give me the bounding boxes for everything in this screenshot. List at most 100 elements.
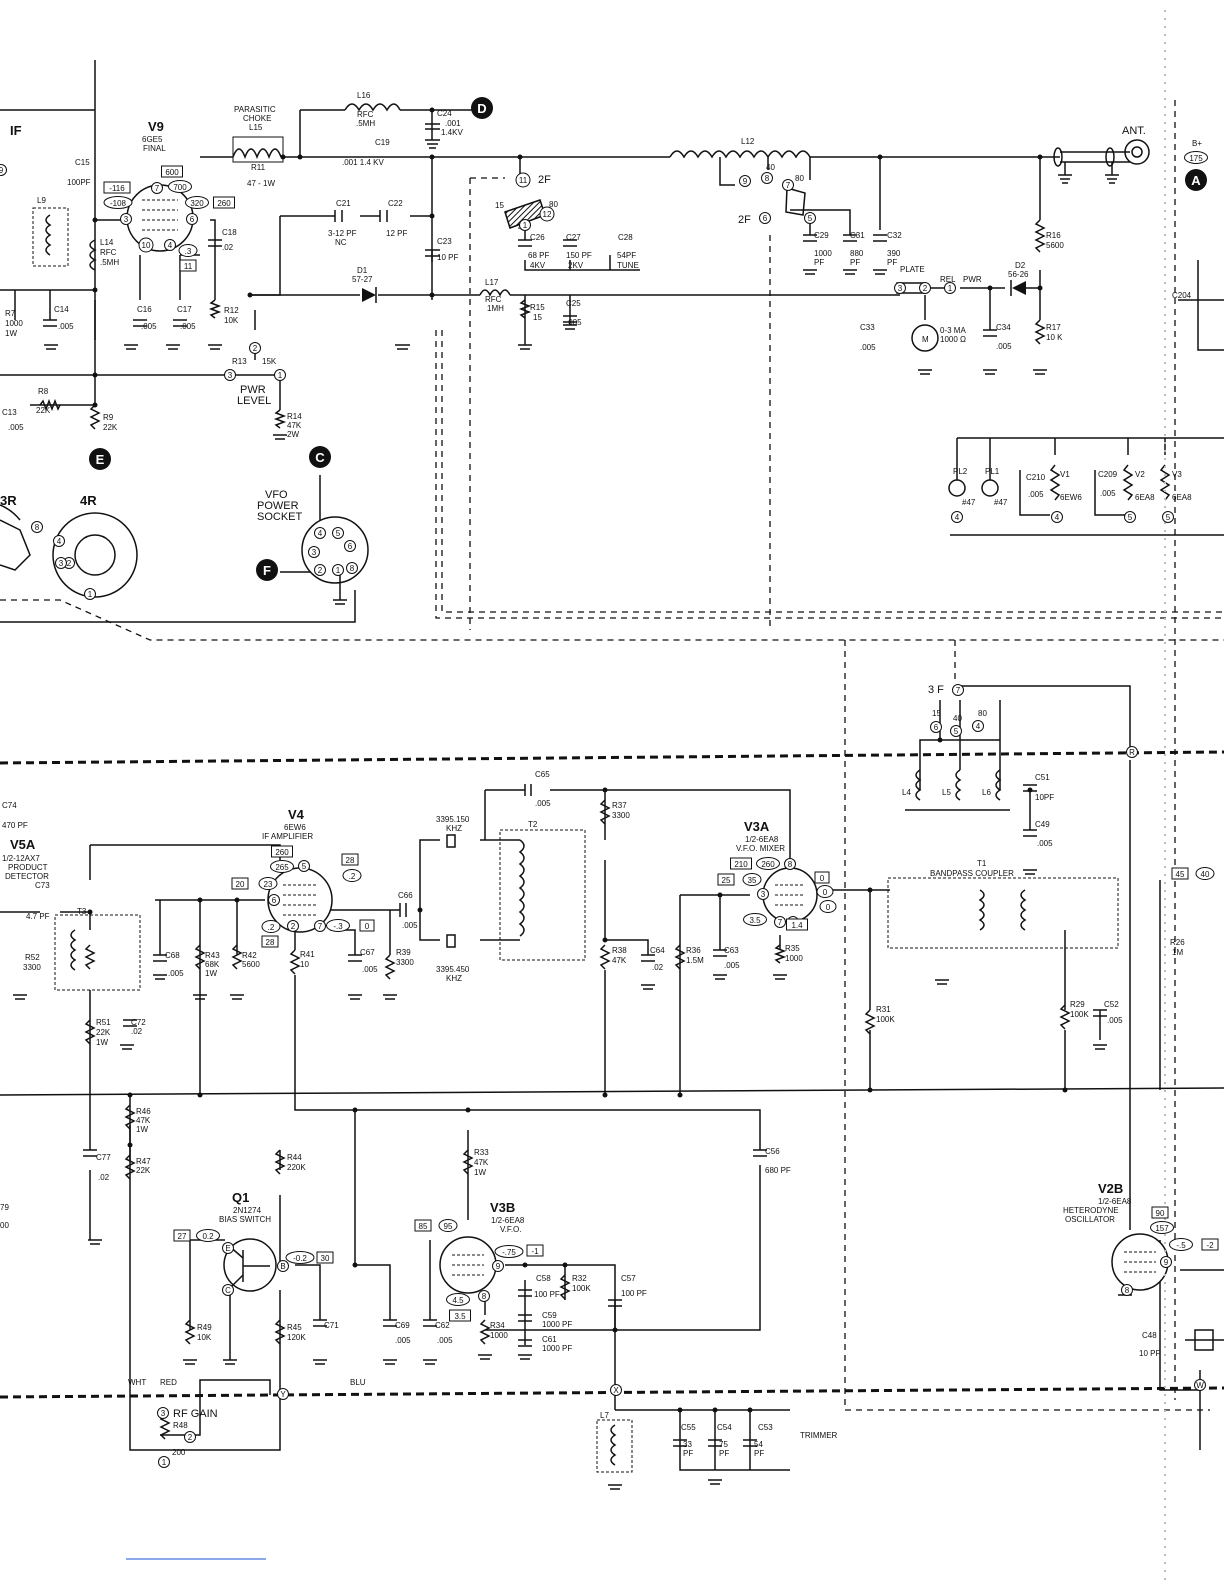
svg-text:5: 5 (336, 529, 341, 538)
label-c67: C67 (360, 948, 375, 957)
label-r43: R43 (205, 951, 220, 960)
voltage-callout-27: 1.4 (786, 918, 808, 931)
label-r43a: 68K (205, 960, 220, 969)
voltage-callout-35: -1 (526, 1244, 544, 1257)
svg-text:4: 4 (1055, 513, 1060, 522)
label-l15: L15 (249, 123, 263, 132)
label-c19: C19 (375, 138, 390, 147)
voltage-callout-5: 260 (213, 196, 235, 209)
svg-text:8: 8 (765, 174, 770, 183)
label-r29v: 100K (1070, 1010, 1089, 1019)
pin-2: 6 (186, 213, 198, 225)
label-c69: C69 (395, 1321, 410, 1330)
label-pl1: PL1 (985, 467, 1000, 476)
label-r34v: 1000 (490, 1331, 508, 1340)
pin-34: 7 (314, 920, 326, 932)
pin-23: 5 (1162, 511, 1174, 523)
svg-text:1: 1 (162, 1458, 167, 1467)
voltage-callout-32: 85 (414, 1219, 432, 1232)
pin-51: X (610, 1384, 622, 1396)
label-xt2b: KHZ (446, 974, 462, 983)
label-c28v: 54PF (617, 251, 636, 260)
label-c55: C55 (681, 1423, 696, 1432)
label-c31u: PF (850, 258, 860, 267)
label-r49v: 10K (197, 1333, 212, 1342)
pin-29: 1 (332, 564, 344, 576)
voltage-callout-33: 95 (438, 1219, 458, 1232)
voltage-callout-26: 3.5 (743, 913, 767, 926)
label-l16a: RFC (357, 110, 374, 119)
label-c65: C65 (535, 770, 550, 779)
voltage-callout-34: -.75 (494, 1245, 524, 1258)
label-r9: R9 (103, 413, 114, 422)
label-r7b: 1000 (5, 319, 23, 328)
label-pwrlevel2: LEVEL (237, 395, 271, 407)
label-v5a: V5A (10, 837, 36, 852)
label-c204: C204 (1172, 291, 1192, 300)
label-sw3r: 3R (0, 493, 17, 508)
label-r8v: 22K (36, 406, 51, 415)
label-r38v: 47K (612, 956, 627, 965)
svg-text:3: 3 (312, 548, 317, 557)
label-r15: R15 (530, 303, 545, 312)
pin-0: 9 (0, 164, 7, 176)
label-r51b: 1W (96, 1038, 108, 1047)
svg-text:2: 2 (318, 566, 323, 575)
svg-text:4: 4 (955, 513, 960, 522)
svg-text:3: 3 (228, 371, 233, 380)
label-d1: D1 (357, 266, 368, 275)
svg-text:320: 320 (190, 199, 204, 208)
label-c66v: .005 (402, 921, 418, 930)
pin-48: C (222, 1284, 234, 1296)
voltage-callout-3: -108 (103, 196, 133, 209)
svg-text:700: 700 (173, 183, 187, 192)
label-v4: V4 (288, 807, 305, 822)
label-l17b: 1MH (487, 304, 504, 313)
label-parasitic: PARASITIC (234, 105, 276, 114)
voltage-callout-18: 0 (359, 919, 375, 932)
label-r37v: 3300 (612, 811, 630, 820)
svg-text:-2: -2 (1206, 1241, 1214, 1250)
label-c25: C25 (566, 299, 581, 308)
label-pl2: PL2 (953, 467, 968, 476)
label-r79: 79 (0, 1203, 9, 1212)
label-r14a: 47K (287, 421, 302, 430)
label-c15v: 100PF (67, 178, 91, 187)
label-r45v: 120K (287, 1333, 306, 1342)
label-c23v: 10 PF (437, 253, 458, 262)
label-l5: L5 (942, 788, 951, 797)
pin-21: 4 (1051, 511, 1063, 523)
label-r36v: 1.5M (686, 956, 704, 965)
label-r46: R46 (136, 1107, 151, 1116)
label-choke: CHOKE (243, 114, 271, 123)
label-t3: T3 (77, 907, 87, 916)
svg-text:6: 6 (348, 542, 353, 551)
label-c21n: NC (335, 238, 347, 247)
svg-text:8: 8 (788, 860, 793, 869)
pin-42: 8 (1121, 1284, 1133, 1296)
pilot-lamps (948, 437, 1224, 536)
label-r48: R48 (173, 1421, 188, 1430)
label-v4f: IF AMPLIFIER (262, 832, 313, 841)
pin-24: 4 (314, 527, 326, 539)
diodes (362, 280, 1026, 303)
label-r43b: 1W (205, 969, 217, 978)
svg-text:25: 25 (722, 876, 731, 885)
label-c34: C34 (996, 323, 1011, 332)
label-c34v: .005 (996, 342, 1012, 351)
svg-text:.3: .3 (185, 247, 192, 256)
svg-text:11: 11 (184, 262, 193, 271)
label-r12: R12 (224, 306, 239, 315)
label-c21v: 3-12 PF (328, 229, 357, 238)
label-c26k: 4KV (530, 261, 546, 270)
pin-18: 3 (224, 369, 236, 381)
label-trimmer: TRIMMER (800, 1431, 838, 1440)
svg-text:95: 95 (444, 1222, 453, 1231)
label-c55u: PF (683, 1449, 693, 1458)
label-plate: PLATE (900, 265, 925, 274)
svg-text:3: 3 (761, 890, 766, 899)
voltage-callout-22: 35 (742, 873, 762, 886)
pin-45: 4 (972, 720, 984, 732)
